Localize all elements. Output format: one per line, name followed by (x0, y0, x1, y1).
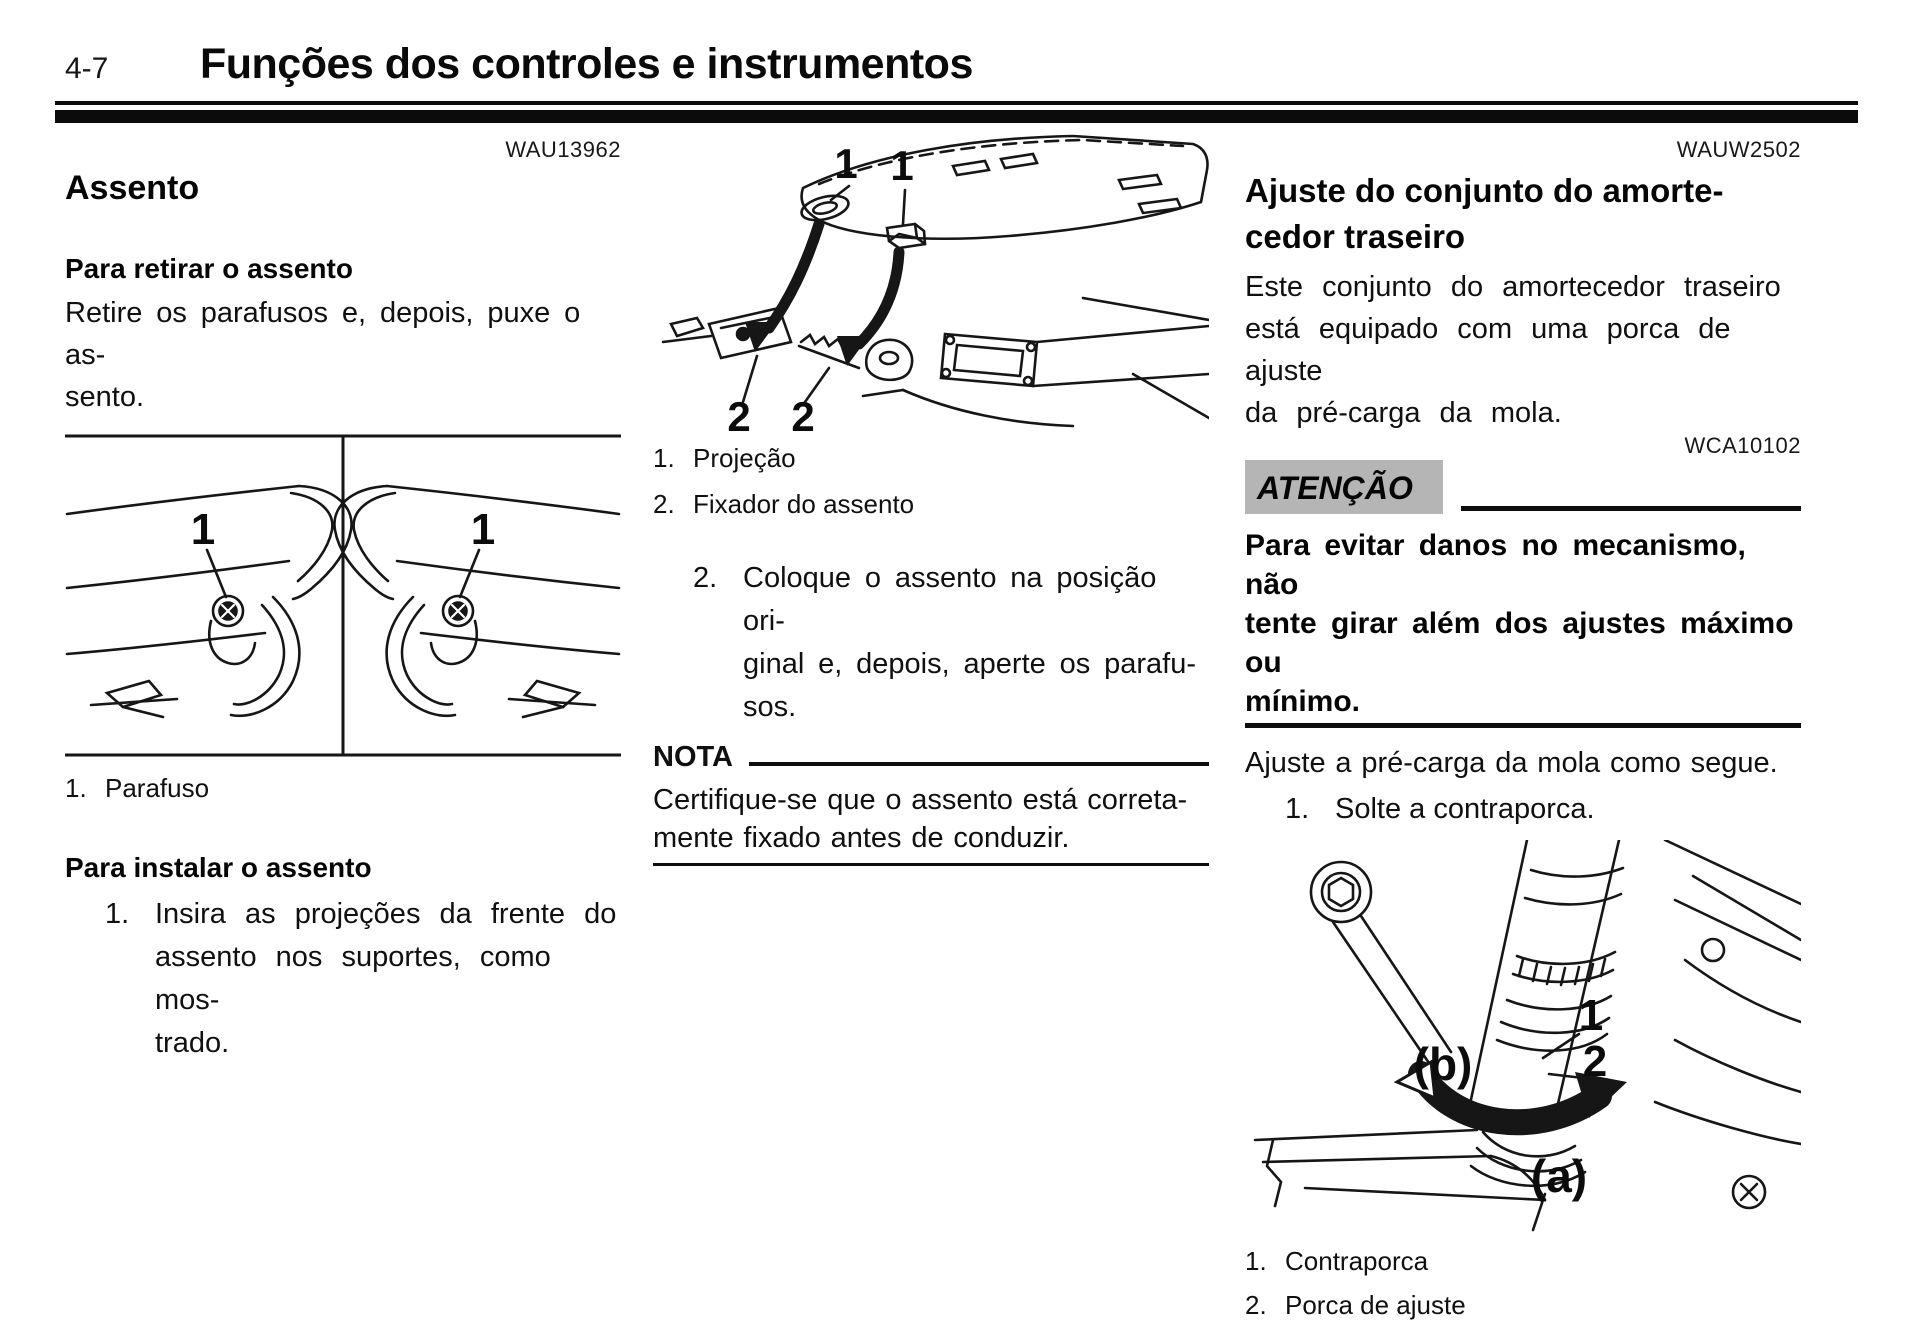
install-step-1-text: Insira as projeções da frente do assento… (155, 898, 617, 1059)
note-rule (749, 762, 1209, 766)
figure3-callout-1: 1 (1579, 991, 1603, 1040)
paragraph-remove-seat: Retire os parafusos e, depois, puxe o as… (65, 297, 581, 413)
figure2-legend-row-1: 1. Projeção (653, 443, 1209, 473)
paragraph-shock-intro: Este conjunto do amortecedor traseiro es… (1245, 271, 1781, 429)
figure2-legend-2-num: 2. (653, 489, 675, 519)
note-bottom-rule (653, 863, 1209, 866)
install-step-1-num: 1. (105, 898, 130, 930)
section-heading-seat: Assento (65, 169, 200, 207)
attention-label: ATENÇÃO (1245, 460, 1443, 514)
page-title: Funções dos controles e instrumentos (200, 40, 973, 88)
note-body: Certifique-se que o assento está correta… (653, 784, 1188, 854)
header-rule-thick (55, 110, 1858, 123)
column-right: WAUW2502 Ajuste do conjunto do amorte- c… (1245, 128, 1801, 1320)
figure3-label-a: (a) (1531, 1150, 1587, 1202)
figure1-legend-label: Parafuso (105, 773, 210, 803)
figure2-callout-1b: 1 (890, 142, 913, 189)
figure2-callout-2a: 2 (727, 393, 750, 433)
attention-rule (1460, 506, 1801, 511)
figure3-callout-2: 2 (1583, 1037, 1607, 1086)
figure-seat-bolts: 1 1 (65, 434, 621, 757)
figure-seat-install-art (661, 134, 1209, 428)
attention-heading-row: ATENÇÃO (1245, 460, 1801, 514)
preload-step-1-text: Solte a contraporca. (1335, 793, 1595, 825)
figure2-legend-1-num: 1. (653, 443, 675, 473)
section-code-2: WAUW2502 (1676, 137, 1801, 162)
note-heading-row: NOTA (653, 741, 1209, 773)
figure2-legend-row-2: 2. Fixador do assento (653, 489, 1209, 519)
figure-shock-art (1253, 840, 1801, 1232)
figure-seat-install: 1 1 2 2 (661, 134, 1209, 433)
header-rule-thin (55, 101, 1858, 105)
figure-shock-absorber: (b) 1 2 (a) (1253, 840, 1801, 1232)
install-step-2-num: 2. (693, 562, 718, 594)
figure1-callout-1-left: 1 (191, 505, 215, 554)
figure1-callout-1-right: 1 (471, 505, 495, 554)
subheading-remove-seat: Para retirar o assento (65, 253, 353, 284)
install-step-2: 2. Coloque o assento na posição ori- gin… (653, 557, 1209, 729)
attention-body: Para evitar danos no mecanismo, não tent… (1245, 529, 1794, 718)
paragraph-preload: Ajuste a pré-carga da mola como segue. (1245, 747, 1778, 779)
attention-bottom-rule (1245, 723, 1801, 728)
figure3-legend-row-1: 1. Contraporca (1245, 1246, 1801, 1276)
figure2-callout-1a: 1 (834, 140, 857, 187)
page-number: 4-7 (65, 52, 109, 85)
preload-step-1: 1. Solte a contraporca. (1245, 794, 1801, 824)
figure-seat-bolts-art (65, 434, 621, 757)
figure3-legend-row-2: 2. Porca de ajuste (1245, 1290, 1801, 1320)
column-middle: 1 1 2 2 1. Projeção 2. Fixador do assent… (653, 128, 1209, 866)
column-left: WAU13962 Assento Para retirar o assento … (65, 128, 621, 1065)
figure3-legend-2-num: 2. (1245, 1290, 1267, 1320)
figure1-legend-num: 1. (65, 773, 87, 803)
figure3-legend-2-label: Porca de ajuste (1285, 1290, 1466, 1320)
figure1-legend-row: 1. Parafuso (65, 773, 621, 803)
figure3-label-b: (b) (1414, 1038, 1473, 1090)
figure2-callout-2b: 2 (791, 393, 814, 433)
figure3-legend-1-label: Contraporca (1285, 1246, 1429, 1276)
note-label: NOTA (653, 741, 734, 773)
section-code: WAU13962 (505, 137, 621, 162)
install-step-1: 1. Insira as projeções da frente do asse… (65, 893, 621, 1065)
preload-step-1-num: 1. (1285, 793, 1310, 825)
section-heading-shock: Ajuste do conjunto do amorte- cedor tras… (1245, 172, 1724, 255)
figure2-legend-1-label: Projeção (693, 443, 796, 473)
figure3-legend-1-num: 1. (1245, 1246, 1267, 1276)
subheading-install-seat: Para instalar o assento (65, 852, 372, 883)
install-step-2-text: Coloque o assento na posição ori- ginal … (743, 562, 1196, 723)
figure2-legend-2-label: Fixador do assento (693, 489, 915, 519)
caution-code: WCA10102 (1684, 433, 1801, 458)
